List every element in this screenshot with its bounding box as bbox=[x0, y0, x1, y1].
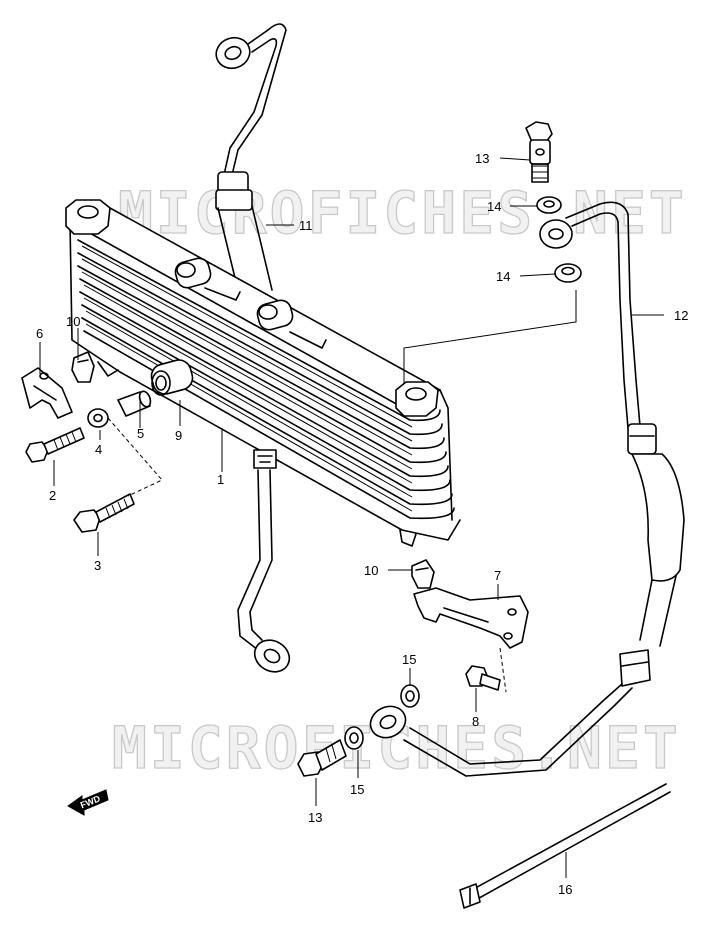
callout-13-upper: 13 bbox=[475, 151, 489, 166]
callout-16: 16 bbox=[558, 882, 572, 897]
callout-5: 5 bbox=[137, 426, 144, 441]
callout-15-upper: 15 bbox=[402, 652, 416, 667]
union-bolt-upper-part-13 bbox=[525, 121, 553, 183]
bolt-part-2 bbox=[25, 427, 85, 463]
lower-cooler-pipe bbox=[237, 469, 291, 673]
bracket-part-7 bbox=[413, 587, 529, 649]
main-oil-hose-part-12 bbox=[369, 201, 685, 777]
callout-1: 1 bbox=[217, 472, 224, 487]
clip-part-10-left bbox=[71, 351, 95, 383]
union-bolt-lower-part-13 bbox=[297, 739, 347, 777]
collar-part-5 bbox=[117, 390, 152, 417]
callout-10-right: 10 bbox=[364, 563, 378, 578]
fwd-arrow-icon: FWD bbox=[67, 789, 109, 816]
callout-labels: 1 2 3 4 5 6 7 8 9 10 10 11 12 13 13 14 1… bbox=[36, 151, 688, 897]
callout-2: 2 bbox=[49, 488, 56, 503]
clip-part-10-right bbox=[411, 559, 435, 589]
callout-12: 12 bbox=[674, 308, 688, 323]
callout-14-lower: 14 bbox=[496, 269, 510, 284]
upper-oil-hose bbox=[215, 23, 287, 291]
bracket-part-6 bbox=[21, 367, 73, 419]
washer-part-15a bbox=[400, 684, 420, 708]
washer-part-4 bbox=[87, 408, 109, 428]
callout-8: 8 bbox=[472, 714, 479, 729]
washer-upper-part-14a bbox=[536, 196, 562, 214]
bolt-part-3 bbox=[73, 493, 135, 533]
washer-part-15b bbox=[344, 726, 364, 750]
callout-14-upper: 14 bbox=[487, 199, 501, 214]
callout-11: 11 bbox=[299, 218, 313, 233]
callout-9: 9 bbox=[175, 428, 182, 443]
callout-4: 4 bbox=[95, 442, 102, 457]
washer-upper-part-14b bbox=[554, 263, 582, 283]
cable-tie-part-16 bbox=[459, 783, 671, 909]
oil-cooler-core bbox=[65, 199, 461, 547]
cooler-fins bbox=[77, 239, 455, 520]
callout-15-lower: 15 bbox=[350, 782, 364, 797]
callout-6: 6 bbox=[36, 326, 43, 341]
callout-7: 7 bbox=[494, 568, 501, 583]
callout-13-lower: 13 bbox=[308, 810, 322, 825]
leader-lines bbox=[39, 157, 664, 878]
watermark-top: MICROFICHES.NET bbox=[118, 179, 687, 247]
callout-10-left: 10 bbox=[66, 314, 80, 329]
collar-part-9 bbox=[150, 359, 194, 396]
bolt-part-8 bbox=[465, 665, 501, 691]
callout-3: 3 bbox=[94, 558, 101, 573]
